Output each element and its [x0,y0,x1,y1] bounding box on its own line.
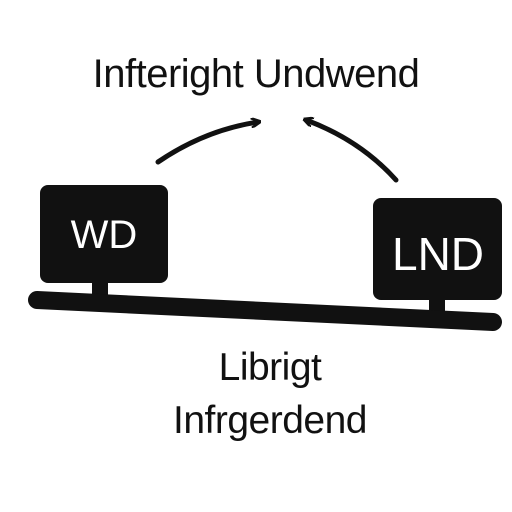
left-device-stand [92,283,108,297]
left-arrow [155,122,258,165]
right-device-label: LND [392,228,484,280]
right-arrow [306,120,399,183]
diagram-title: Infteright Undwend [92,52,420,96]
right-device: LND [373,198,502,316]
balance-beam [28,291,502,331]
right-device-screen [373,198,502,300]
caption-line-2: Infrgerdend [173,399,367,442]
left-device-screen [40,185,168,283]
left-device: WD [40,185,168,297]
left-device-label: WD [71,213,138,257]
caption-line-1: Librigt [218,346,322,389]
